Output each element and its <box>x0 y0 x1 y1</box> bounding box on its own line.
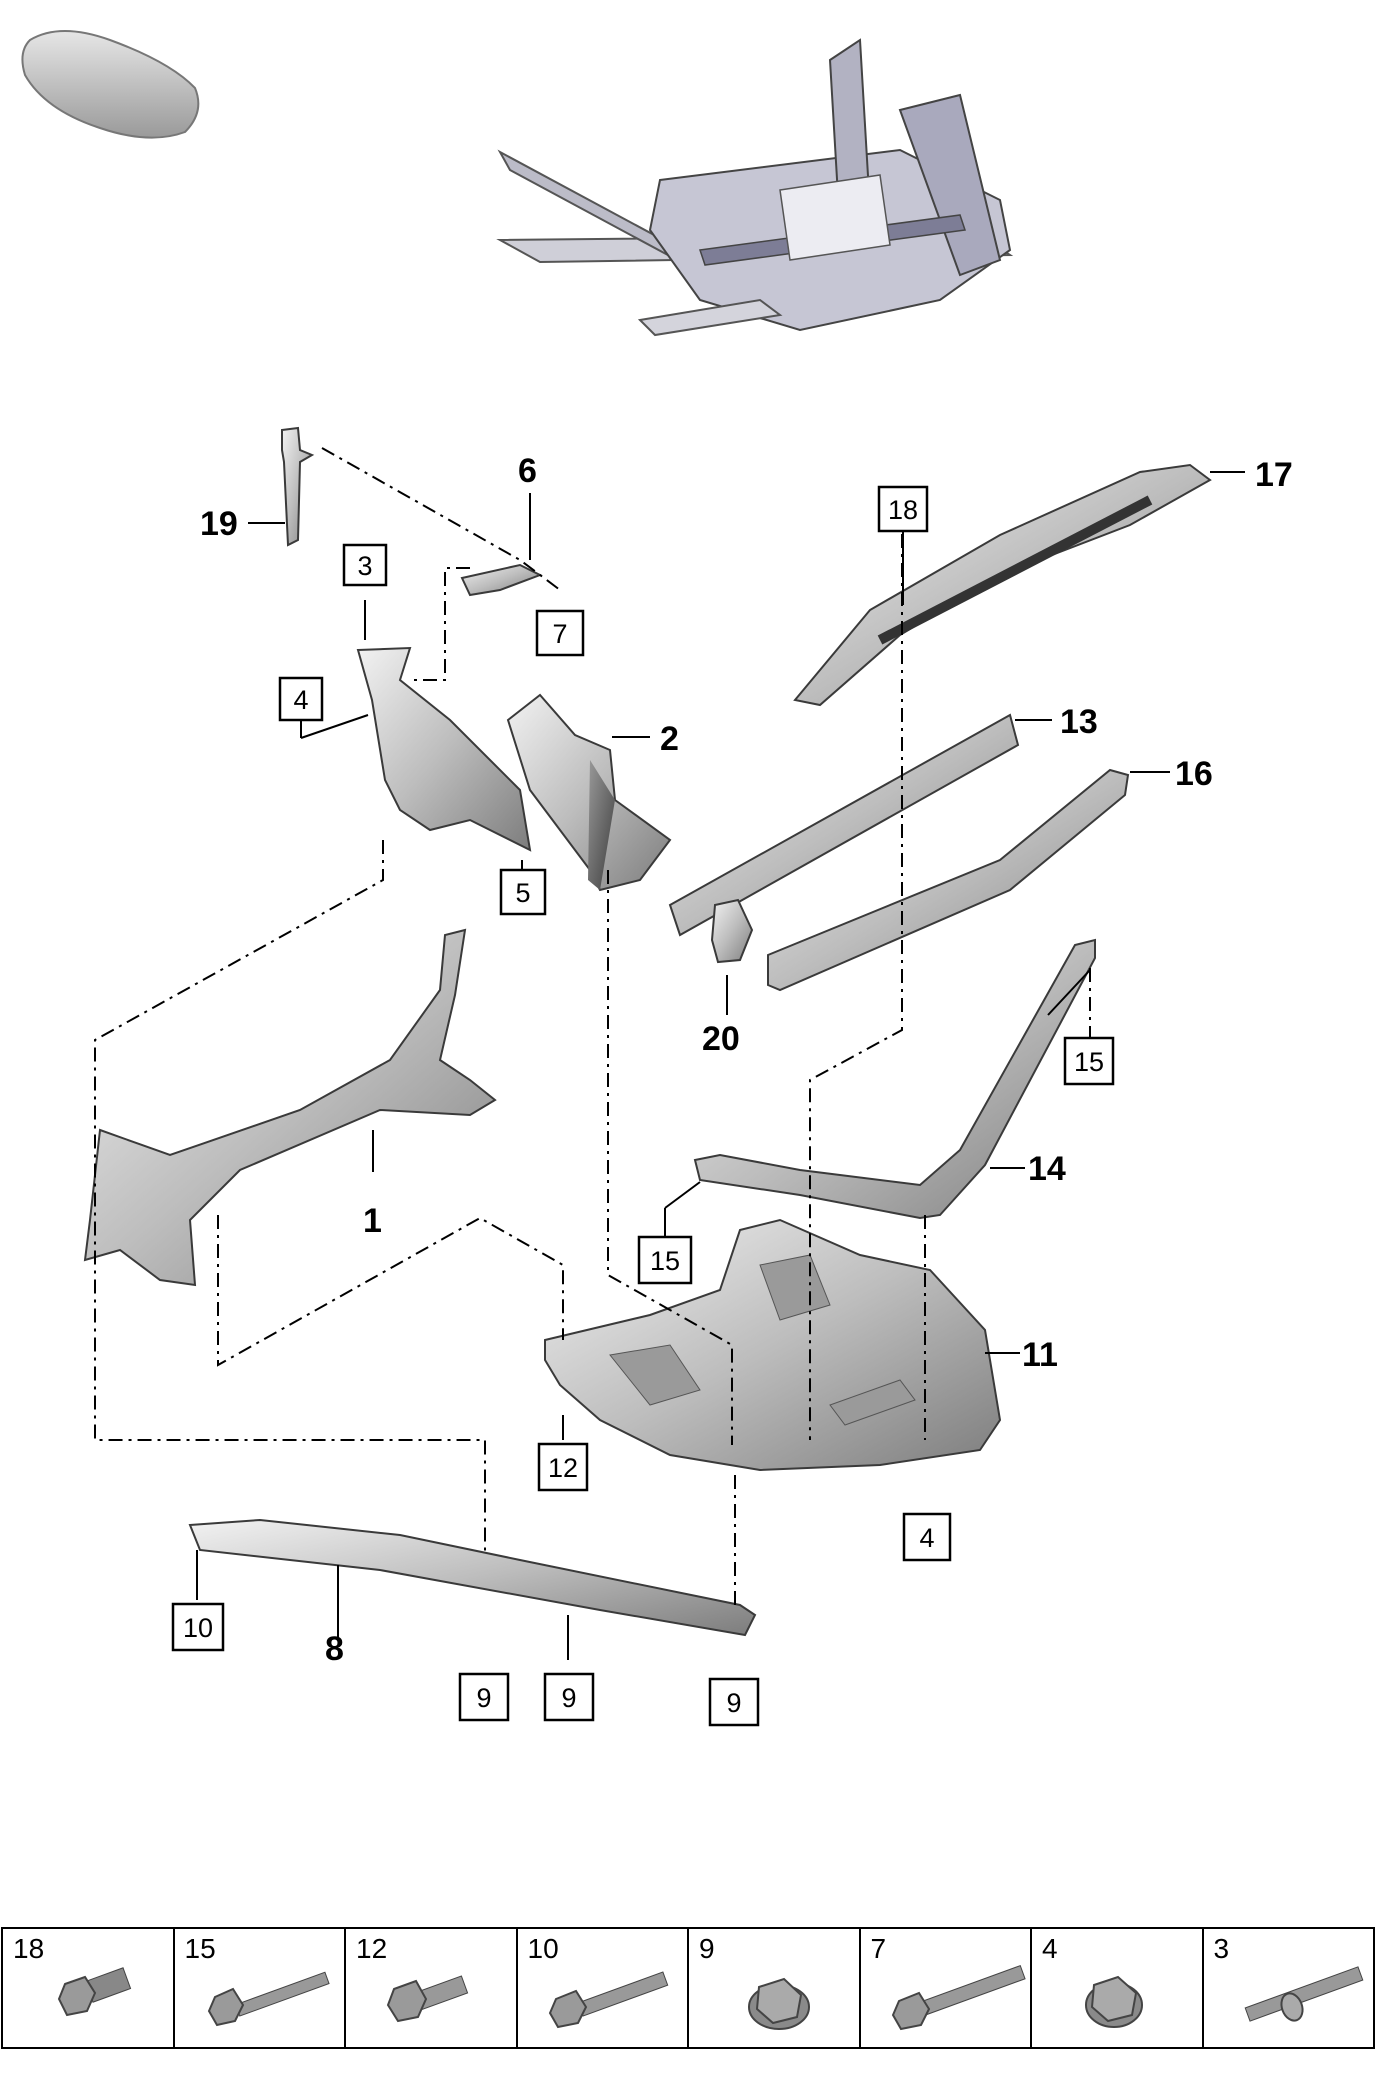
box-ref-3: 3 <box>342 543 388 587</box>
part-11-skid-plate <box>544 1218 1002 1472</box>
box-ref-10: 10 <box>171 1602 225 1652</box>
legend-cell-9: 9 <box>689 1929 861 2047</box>
callout-8: 8 <box>325 1630 344 1668</box>
svg-text:7: 7 <box>552 619 567 649</box>
svg-text:9: 9 <box>561 1683 576 1713</box>
callout-14: 14 <box>1028 1150 1066 1188</box>
part-16-strut-bar <box>767 768 1130 992</box>
part-13-strut-bar <box>668 713 1020 937</box>
svg-text:3: 3 <box>357 551 372 581</box>
legend-cell-4: 4 <box>1032 1929 1204 2047</box>
svg-text:9: 9 <box>726 1688 741 1718</box>
callout-6: 6 <box>518 452 537 490</box>
legend-label: 12 <box>356 1933 388 1964</box>
box-ref-9-right: 9 <box>708 1677 760 1727</box>
part-6-bracket <box>460 563 543 597</box>
part-17-brace-plate <box>793 463 1212 707</box>
hex-bolt-short-icon <box>57 1967 132 2017</box>
box-ref-15-right: 15 <box>1063 1036 1115 1086</box>
flange-bolt-long-icon <box>207 1971 330 2027</box>
box-ref-4-upper: 4 <box>278 676 324 722</box>
long-bolt-icon <box>891 1964 1026 2031</box>
legend-cell-18: 18 <box>3 1929 175 2047</box>
box-ref-18: 18 <box>877 485 929 533</box>
part-19-bracket <box>281 426 315 547</box>
legend-cell-7: 7 <box>861 1929 1032 2047</box>
box-ref-4-lower: 4 <box>902 1512 952 1562</box>
svg-text:15: 15 <box>1074 1047 1104 1077</box>
box-ref-15-left: 15 <box>637 1235 693 1285</box>
svg-text:5: 5 <box>515 878 530 908</box>
box-ref-9-middle: 9 <box>543 1672 595 1722</box>
legend-cell-12: 12 <box>346 1929 518 2047</box>
legend-label: 3 <box>1213 1933 1230 1964</box>
svg-text:10: 10 <box>183 1613 213 1643</box>
legend-label: 4 <box>1042 1933 1058 1964</box>
svg-text:4: 4 <box>293 685 308 715</box>
callout-1: 1 <box>363 1202 382 1240</box>
assembly-overview-image <box>496 38 1014 337</box>
assembly-lines <box>94 447 1091 1610</box>
vehicle-silhouette-icon <box>21 30 200 139</box>
part-upper-left-bracket <box>356 646 532 852</box>
part-8-crossmember-bar <box>188 1518 757 1637</box>
fastener-legend-table: 18 15 12 10 9 7 <box>1 1927 1375 2049</box>
leader-lines <box>196 471 1245 1660</box>
svg-text:4: 4 <box>919 1523 934 1553</box>
box-ref-9-left: 9 <box>458 1672 510 1722</box>
svg-text:9: 9 <box>476 1683 491 1713</box>
legend-cell-15: 15 <box>175 1929 346 2047</box>
box-ref-5: 5 <box>499 868 547 916</box>
box-ref-12: 12 <box>537 1442 589 1492</box>
legend-label: 18 <box>13 1933 45 1964</box>
legend-cell-3: 3 <box>1204 1929 1374 2047</box>
part-14-strut-bar <box>693 938 1096 1220</box>
legend-label: 7 <box>870 1933 887 1964</box>
legend-label: 9 <box>699 1933 715 1964</box>
svg-text:12: 12 <box>548 1453 578 1483</box>
part-1-subframe <box>83 928 497 1287</box>
callout-11: 11 <box>1022 1336 1058 1374</box>
callout-17: 17 <box>1255 456 1293 494</box>
callout-13: 13 <box>1060 703 1098 741</box>
part-20-bushing <box>710 898 754 964</box>
callout-20: 20 <box>702 1020 740 1058</box>
flange-nut-icon <box>748 1977 810 2030</box>
box-ref-7: 7 <box>535 609 585 657</box>
legend-label: 15 <box>184 1933 216 1964</box>
callout-2: 2 <box>660 720 679 758</box>
svg-text:15: 15 <box>650 1246 680 1276</box>
callout-16: 16 <box>1175 755 1213 793</box>
flange-bolt-medium-icon <box>386 1975 469 2023</box>
callout-19: 19 <box>200 505 238 543</box>
legend-cell-10: 10 <box>518 1929 689 2047</box>
part-2-mount-bracket <box>506 693 672 892</box>
legend-label: 10 <box>527 1933 559 1964</box>
flange-bolt-stepped-icon <box>548 1971 668 2029</box>
stud-bolt-icon <box>1244 1966 1363 2022</box>
flange-nut-icon <box>1085 1975 1143 2028</box>
svg-text:18: 18 <box>888 495 918 525</box>
